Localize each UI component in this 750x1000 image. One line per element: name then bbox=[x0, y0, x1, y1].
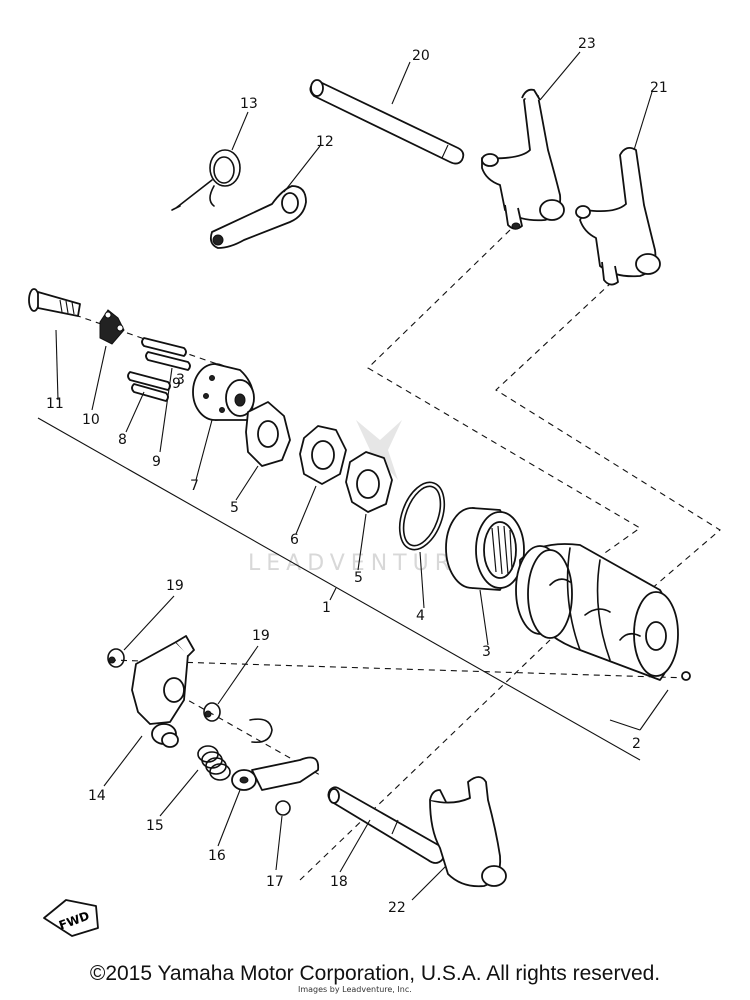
callout-19b: 19 bbox=[252, 628, 270, 644]
callout-20: 20 bbox=[412, 48, 430, 64]
callout-18: 18 bbox=[330, 874, 348, 890]
copyright-notice: ©2015 Yamaha Motor Corporation, U.S.A. A… bbox=[89, 962, 661, 985]
part-pin-8 bbox=[127, 371, 171, 402]
callout-labels: 13 12 20 23 21 11 10 8 9 9 7 5 6 5 1 4 3… bbox=[46, 36, 668, 916]
part-shift-fork-23 bbox=[481, 88, 565, 230]
part-shift-shaft-18 bbox=[327, 786, 446, 864]
part-shift-lever-14 bbox=[131, 635, 195, 748]
callout-5a: 5 bbox=[230, 500, 239, 516]
part-circlip-17 bbox=[275, 800, 291, 816]
callout-7: 7 bbox=[190, 478, 199, 494]
part-plate-5b bbox=[345, 451, 393, 513]
part-spring-15 bbox=[197, 745, 231, 781]
leader-lines bbox=[55, 51, 669, 901]
callout-2: 2 bbox=[632, 736, 641, 752]
part-plate-5a bbox=[245, 401, 291, 467]
part-circlip-19a bbox=[107, 648, 125, 668]
fwd-direction-badge: FWD bbox=[43, 899, 99, 937]
part-bolt-11 bbox=[28, 288, 81, 317]
callout-9b: 9 bbox=[152, 454, 161, 470]
callout-10: 10 bbox=[82, 412, 100, 428]
callout-16: 16 bbox=[208, 848, 226, 864]
callout-21: 21 bbox=[650, 80, 668, 96]
part-stopper-lever-12 bbox=[209, 185, 307, 249]
callout-4: 4 bbox=[416, 608, 425, 624]
part-plate-6 bbox=[299, 425, 347, 485]
part-bearing-3 bbox=[445, 507, 525, 591]
callout-8: 8 bbox=[118, 432, 127, 448]
part-spring-13 bbox=[171, 149, 241, 211]
callout-1: 1 bbox=[322, 600, 331, 616]
callout-9a: 9 bbox=[172, 376, 181, 392]
callout-3a: 3 bbox=[482, 644, 491, 660]
part-pin-9 bbox=[141, 337, 191, 371]
callout-14: 14 bbox=[88, 788, 106, 804]
image-credit: Images by Leadventure, Inc. bbox=[298, 985, 412, 994]
part-shift-fork-21 bbox=[575, 146, 661, 286]
callout-5b: 5 bbox=[354, 570, 363, 586]
part-shift-fork-22 bbox=[429, 776, 507, 888]
reference-lines bbox=[37, 229, 721, 881]
callout-11: 11 bbox=[46, 396, 64, 412]
callout-12: 12 bbox=[316, 134, 334, 150]
callout-22: 22 bbox=[388, 900, 406, 916]
callout-13: 13 bbox=[240, 96, 258, 112]
part-segment-10 bbox=[99, 309, 125, 345]
callout-19a: 19 bbox=[166, 578, 184, 594]
part-shift-drum-2 bbox=[515, 543, 691, 681]
part-shift-fork-shaft bbox=[309, 79, 465, 165]
part-cam-7 bbox=[192, 363, 255, 421]
callout-6: 6 bbox=[290, 532, 299, 548]
part-circlip-19b bbox=[203, 702, 221, 722]
part-circlip-4 bbox=[398, 481, 446, 551]
callout-23: 23 bbox=[578, 36, 596, 52]
callout-3b: 3 bbox=[176, 372, 185, 388]
callout-15: 15 bbox=[146, 818, 164, 834]
part-collar-16 bbox=[231, 718, 320, 791]
callout-17: 17 bbox=[266, 874, 284, 890]
